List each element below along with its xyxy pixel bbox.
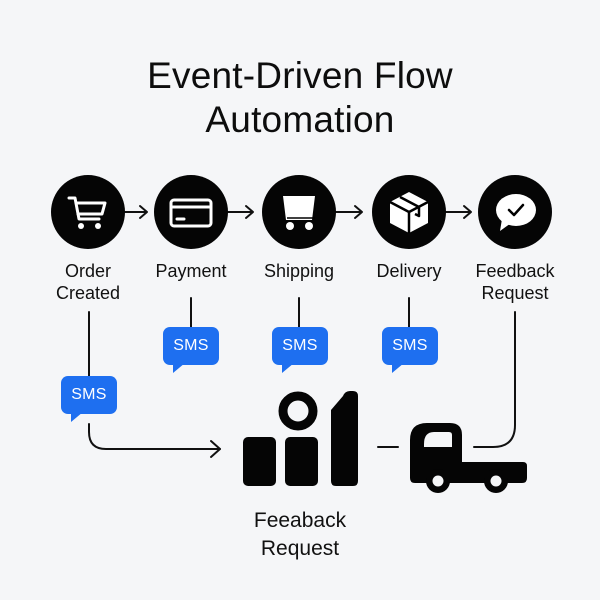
title-line-2: Automation: [205, 99, 395, 140]
node-delivery[interactable]: [372, 175, 446, 249]
node-order-created[interactable]: [51, 175, 125, 249]
label-order-created: Order Created: [55, 261, 121, 303]
shopping-cart-icon: [67, 196, 107, 229]
arrow-delivery-to-feedback: [445, 205, 472, 219]
node-feedback-request[interactable]: [478, 175, 552, 249]
sms-label: SMS: [282, 337, 318, 354]
sms-label: SMS: [392, 337, 428, 354]
package-box-icon: [389, 192, 429, 233]
feedback-to-truck-line: [473, 311, 516, 448]
diagram-title: Event-Driven Flow Automation: [0, 54, 600, 142]
node-shipping[interactable]: [262, 175, 336, 249]
cart-icon: [283, 196, 315, 230]
sms-badge-order[interactable]: SMS: [61, 376, 117, 422]
arrow-order-to-payment: [124, 205, 148, 219]
credit-card-icon: [169, 198, 213, 228]
bottom-feedback-label: Feeaback Request: [253, 509, 347, 560]
title-line-1: Event-Driven Flow: [147, 55, 453, 96]
arrow-sms-to-chart: [88, 423, 221, 458]
label-delivery: Delivery: [376, 261, 442, 281]
arrow-payment-to-shipping: [227, 205, 254, 219]
sms-badge-payment[interactable]: SMS: [163, 327, 219, 373]
sms-badge-delivery[interactable]: SMS: [382, 327, 438, 373]
sms-label: SMS: [173, 337, 209, 354]
node-payment[interactable]: [154, 175, 228, 249]
sms-badge-shipping[interactable]: SMS: [272, 327, 328, 373]
label-payment: Payment: [155, 261, 227, 281]
chat-check-icon: [496, 194, 536, 231]
label-feedback-request: Feedback Request: [475, 261, 555, 303]
label-shipping: Shipping: [263, 261, 335, 281]
arrow-shipping-to-delivery: [334, 205, 363, 219]
sms-label: SMS: [71, 386, 107, 403]
